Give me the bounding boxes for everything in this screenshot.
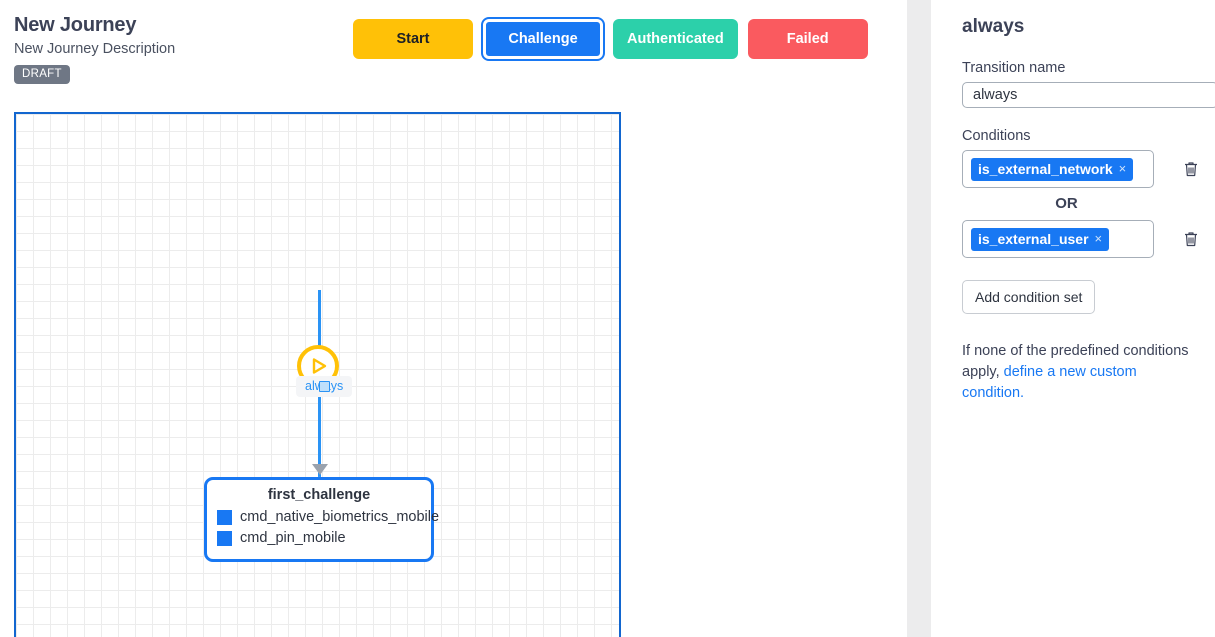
flow-node-title: first_challenge: [267, 487, 371, 503]
page-description: New Journey Description: [14, 41, 176, 57]
conditions-hint-text: If none of the predefined conditions app…: [962, 343, 1189, 380]
close-icon[interactable]: ×: [1118, 161, 1127, 176]
flow-node-first-challenge[interactable]: first_challenge cmd_native_biometrics_mo…: [204, 477, 439, 562]
panel-divider: [907, 0, 931, 637]
condition-sets: is_external_network × OR is_external_user ×: [947, 150, 1199, 258]
condition-set-row: is_external_user ×: [962, 220, 1199, 258]
flow-node-item: cmd_pin_mobile: [217, 528, 421, 549]
delete-condition-set-button[interactable]: [1183, 230, 1199, 248]
conditions-label: Conditions: [962, 128, 1031, 144]
condition-tag[interactable]: is_external_network ×: [971, 157, 1134, 181]
condition-tag[interactable]: is_external_user ×: [971, 227, 1110, 251]
conditions-hint: If none of the predefined conditions app…: [962, 341, 1202, 404]
state-button-failed[interactable]: Failed: [747, 19, 868, 59]
edge-label[interactable]: always: [296, 376, 353, 397]
trash-icon: [1185, 232, 1197, 247]
state-button-start[interactable]: Start: [353, 19, 473, 59]
custom-condition-link[interactable]: define a new custom condition.: [962, 364, 1137, 401]
state-button-challenge[interactable]: Challenge: [483, 19, 603, 59]
edge-label-handle[interactable]: [318, 381, 330, 392]
header: New Journey New Journey Description DRAF…: [0, 0, 907, 100]
flow-canvas[interactable]: always first_challenge cmd_native_biomet…: [14, 112, 621, 637]
condition-tag-label: is_external_user: [978, 230, 1089, 247]
condition-tag-label: is_external_network: [978, 160, 1113, 177]
transition-details-panel: always Transition name Conditions is_ext…: [931, 0, 1215, 637]
condition-input[interactable]: is_external_user ×: [962, 220, 1154, 258]
play-icon: [312, 358, 327, 374]
node-item-label: cmd_native_biometrics_mobile: [240, 509, 440, 525]
node-item-label: cmd_pin_mobile: [240, 530, 346, 546]
title-block: New Journey New Journey Description DRAF…: [14, 12, 175, 84]
transition-name-label: Transition name: [962, 60, 1066, 76]
condition-or-separator: OR: [1055, 195, 1078, 212]
close-icon[interactable]: ×: [1094, 231, 1103, 246]
state-button-authenticated[interactable]: Authenticated: [613, 19, 738, 59]
add-condition-set-button[interactable]: Add condition set: [962, 280, 1096, 314]
condition-set-row: is_external_network ×: [962, 150, 1199, 188]
flow-node-item-list: cmd_native_biometrics_mobile cmd_pin_mobi…: [217, 507, 439, 549]
node-item-swatch-icon: [217, 531, 232, 546]
status-badge: DRAFT: [14, 65, 70, 84]
node-item-swatch-icon: [217, 510, 232, 525]
transition-name-input[interactable]: [962, 82, 1215, 108]
condition-input[interactable]: is_external_network ×: [962, 150, 1154, 188]
flow-node-item: cmd_native_biometrics_mobile: [217, 507, 439, 528]
trash-icon: [1185, 162, 1197, 177]
delete-condition-set-button[interactable]: [1183, 160, 1199, 178]
panel-title: always: [962, 16, 1025, 37]
edge-arrowhead-icon: [312, 464, 328, 475]
page-title: New Journey: [14, 14, 137, 36]
flow-canvas-inner: always first_challenge cmd_native_biomet…: [16, 114, 619, 637]
